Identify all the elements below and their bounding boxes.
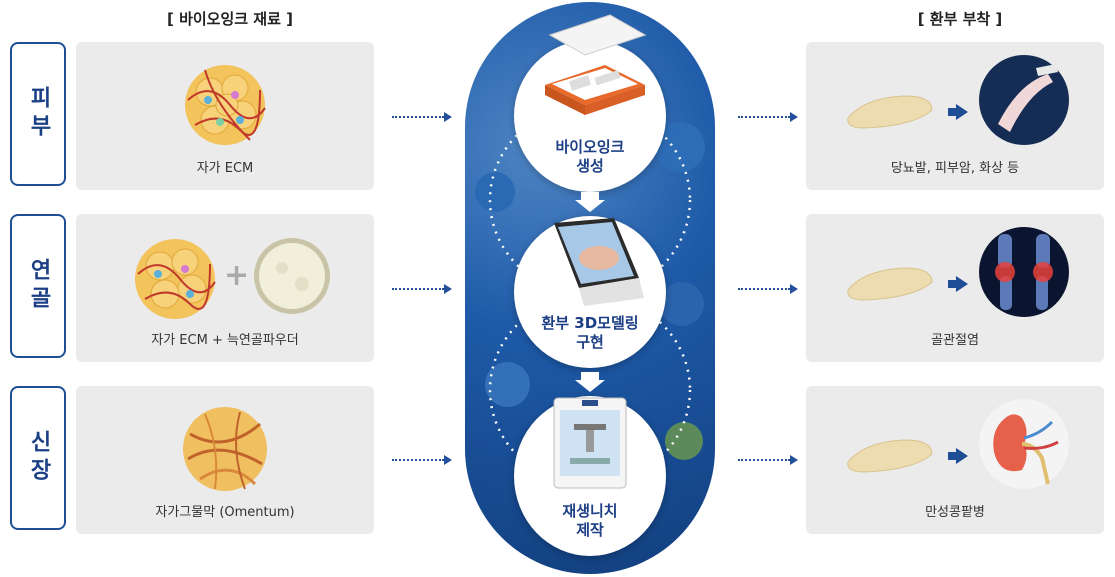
step-bioink-generation: 바이오잉크 생성 (514, 40, 666, 192)
step-niche-fabrication: 재생니치 제작 (514, 396, 666, 556)
arrow-right-icon (948, 448, 968, 464)
step-label: 재생니치 제작 (562, 502, 618, 539)
flow-arrow (738, 455, 798, 465)
plus-icon: + (224, 258, 250, 293)
scaffold-patch-icon (847, 95, 933, 129)
down-arrow-icon (581, 192, 599, 200)
material-card-skin: 자가 ECM (76, 42, 374, 190)
kidney-illustration-icon (979, 399, 1069, 489)
arrow-right-icon (948, 104, 968, 120)
material-label: 자가그물막 (Omentum) (155, 505, 295, 520)
material-card-kidney: 자가그물막 (Omentum) (76, 386, 374, 534)
row-tab-label: 피부 (26, 86, 51, 142)
attachment-heading: [ 환부 부착 ] (917, 10, 1003, 28)
down-arrow-icon (575, 380, 605, 392)
treatment-label: 만성콩팥병 (925, 505, 985, 520)
arrow-right-icon (948, 276, 968, 292)
omentum-tissue-icon (183, 407, 267, 491)
cartilage-powder-icon (254, 238, 330, 314)
row-tab-label: 신장 (26, 430, 51, 486)
flow-arrow (738, 112, 798, 122)
step-label: 환부 3D모델링 구현 (541, 314, 639, 351)
material-label: 자가 ECM + 늑연골파우더 (151, 333, 299, 348)
flow-arrow (738, 284, 798, 294)
skin-graft-photo-icon (979, 55, 1069, 145)
row-tab-label: 연골 (26, 258, 51, 314)
ecm-cell-cluster-icon (185, 65, 266, 145)
material-label: 자가 ECM (196, 161, 254, 176)
treatment-label: 당뇨발, 피부암, 화상 등 (890, 161, 1020, 176)
flow-arrow (392, 455, 452, 465)
bioink-kit-icon (545, 14, 647, 115)
tablet-device-icon (554, 218, 644, 306)
bioprinter-icon (553, 397, 627, 489)
scaffold-patch-icon (847, 267, 933, 301)
down-arrow-icon (581, 372, 599, 380)
row-tab-skin: 피부 (10, 42, 66, 186)
step-3d-modeling: 환부 3D모델링 구현 (514, 216, 666, 368)
treatment-card-cartilage: 골관절염 (806, 214, 1104, 362)
flow-arrow (392, 112, 452, 122)
row-tab-cartilage: 연골 (10, 214, 66, 358)
scaffold-patch-icon (847, 439, 933, 473)
material-card-cartilage: + 자가 ECM + 늑연골파우더 (76, 214, 374, 362)
row-tab-kidney: 신장 (10, 386, 66, 530)
down-arrow-icon (575, 200, 605, 212)
ecm-cell-cluster-icon (135, 239, 216, 319)
treatment-card-skin: 당뇨발, 피부암, 화상 등 (806, 42, 1104, 190)
treatment-card-kidney: 만성콩팥병 (806, 386, 1104, 534)
flow-arrow (392, 284, 452, 294)
materials-heading: [ 바이오잉크 재료 ] (167, 10, 293, 28)
step-label: 바이오잉크 생성 (555, 138, 625, 175)
knee-joint-xray-icon (979, 227, 1069, 317)
treatment-label: 골관절염 (931, 333, 979, 348)
